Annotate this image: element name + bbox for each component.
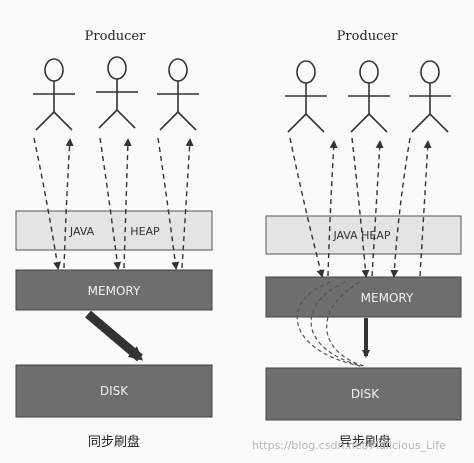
right-request-arrow-2: [351, 137, 370, 278]
right-async-curve-3: [326, 281, 365, 367]
left-java-heap-label-2: HEAP: [130, 225, 160, 238]
left-disk-label: DISK: [100, 384, 129, 398]
right-disk-label: DISK: [351, 387, 380, 401]
left-disk-box: [15, 364, 213, 418]
right-async-curve-1: [296, 281, 361, 367]
left-request-arrow-1: [33, 137, 62, 270]
left-producer-figure-3: [157, 58, 199, 131]
right-producer-figure-3: [409, 60, 451, 133]
right-request-arrow-1: [289, 137, 325, 278]
right-response-arrow-3: [419, 140, 432, 277]
right-response-arrow-1: [327, 140, 338, 277]
right-panel: Producer JAVA HEAP MEMORY: [265, 29, 462, 450]
left-response-arrow-3: [181, 138, 194, 269]
left-memory-box: [15, 269, 213, 311]
right-response-arrow-2: [371, 140, 384, 277]
right-producer-title: Producer: [337, 29, 398, 44]
left-memory-label: MEMORY: [88, 284, 141, 298]
left-producer-title: Producer: [85, 29, 146, 44]
left-flush-arrow: [85, 310, 144, 362]
left-java-heap-label-1: JAVA: [69, 225, 95, 238]
left-response-arrow-2: [123, 138, 132, 269]
right-memory-label: MEMORY: [361, 291, 414, 305]
left-request-arrow-2: [99, 137, 122, 270]
left-request-arrow-3: [157, 137, 180, 270]
left-panel: Producer JAVA HEAP MEMORY: [15, 29, 213, 450]
right-producer-figure-1: [285, 60, 327, 133]
left-caption: 同步刷盘: [88, 434, 140, 450]
left-response-arrow-1: [63, 138, 74, 269]
right-request-arrow-3: [390, 137, 411, 278]
watermark-text: https://blog.csdn.net/Malicious_Life: [252, 439, 446, 452]
right-async-curve-2: [310, 281, 363, 367]
right-java-heap-label: JAVA HEAP: [332, 229, 390, 242]
right-disk-box: [265, 367, 462, 421]
left-producer-figure-1: [33, 58, 75, 131]
right-caption: 异步刷盘: [339, 434, 391, 450]
left-java-heap-box: [15, 210, 213, 251]
right-producer-figure-2: [348, 60, 390, 133]
left-producer-figure-2: [96, 56, 138, 129]
